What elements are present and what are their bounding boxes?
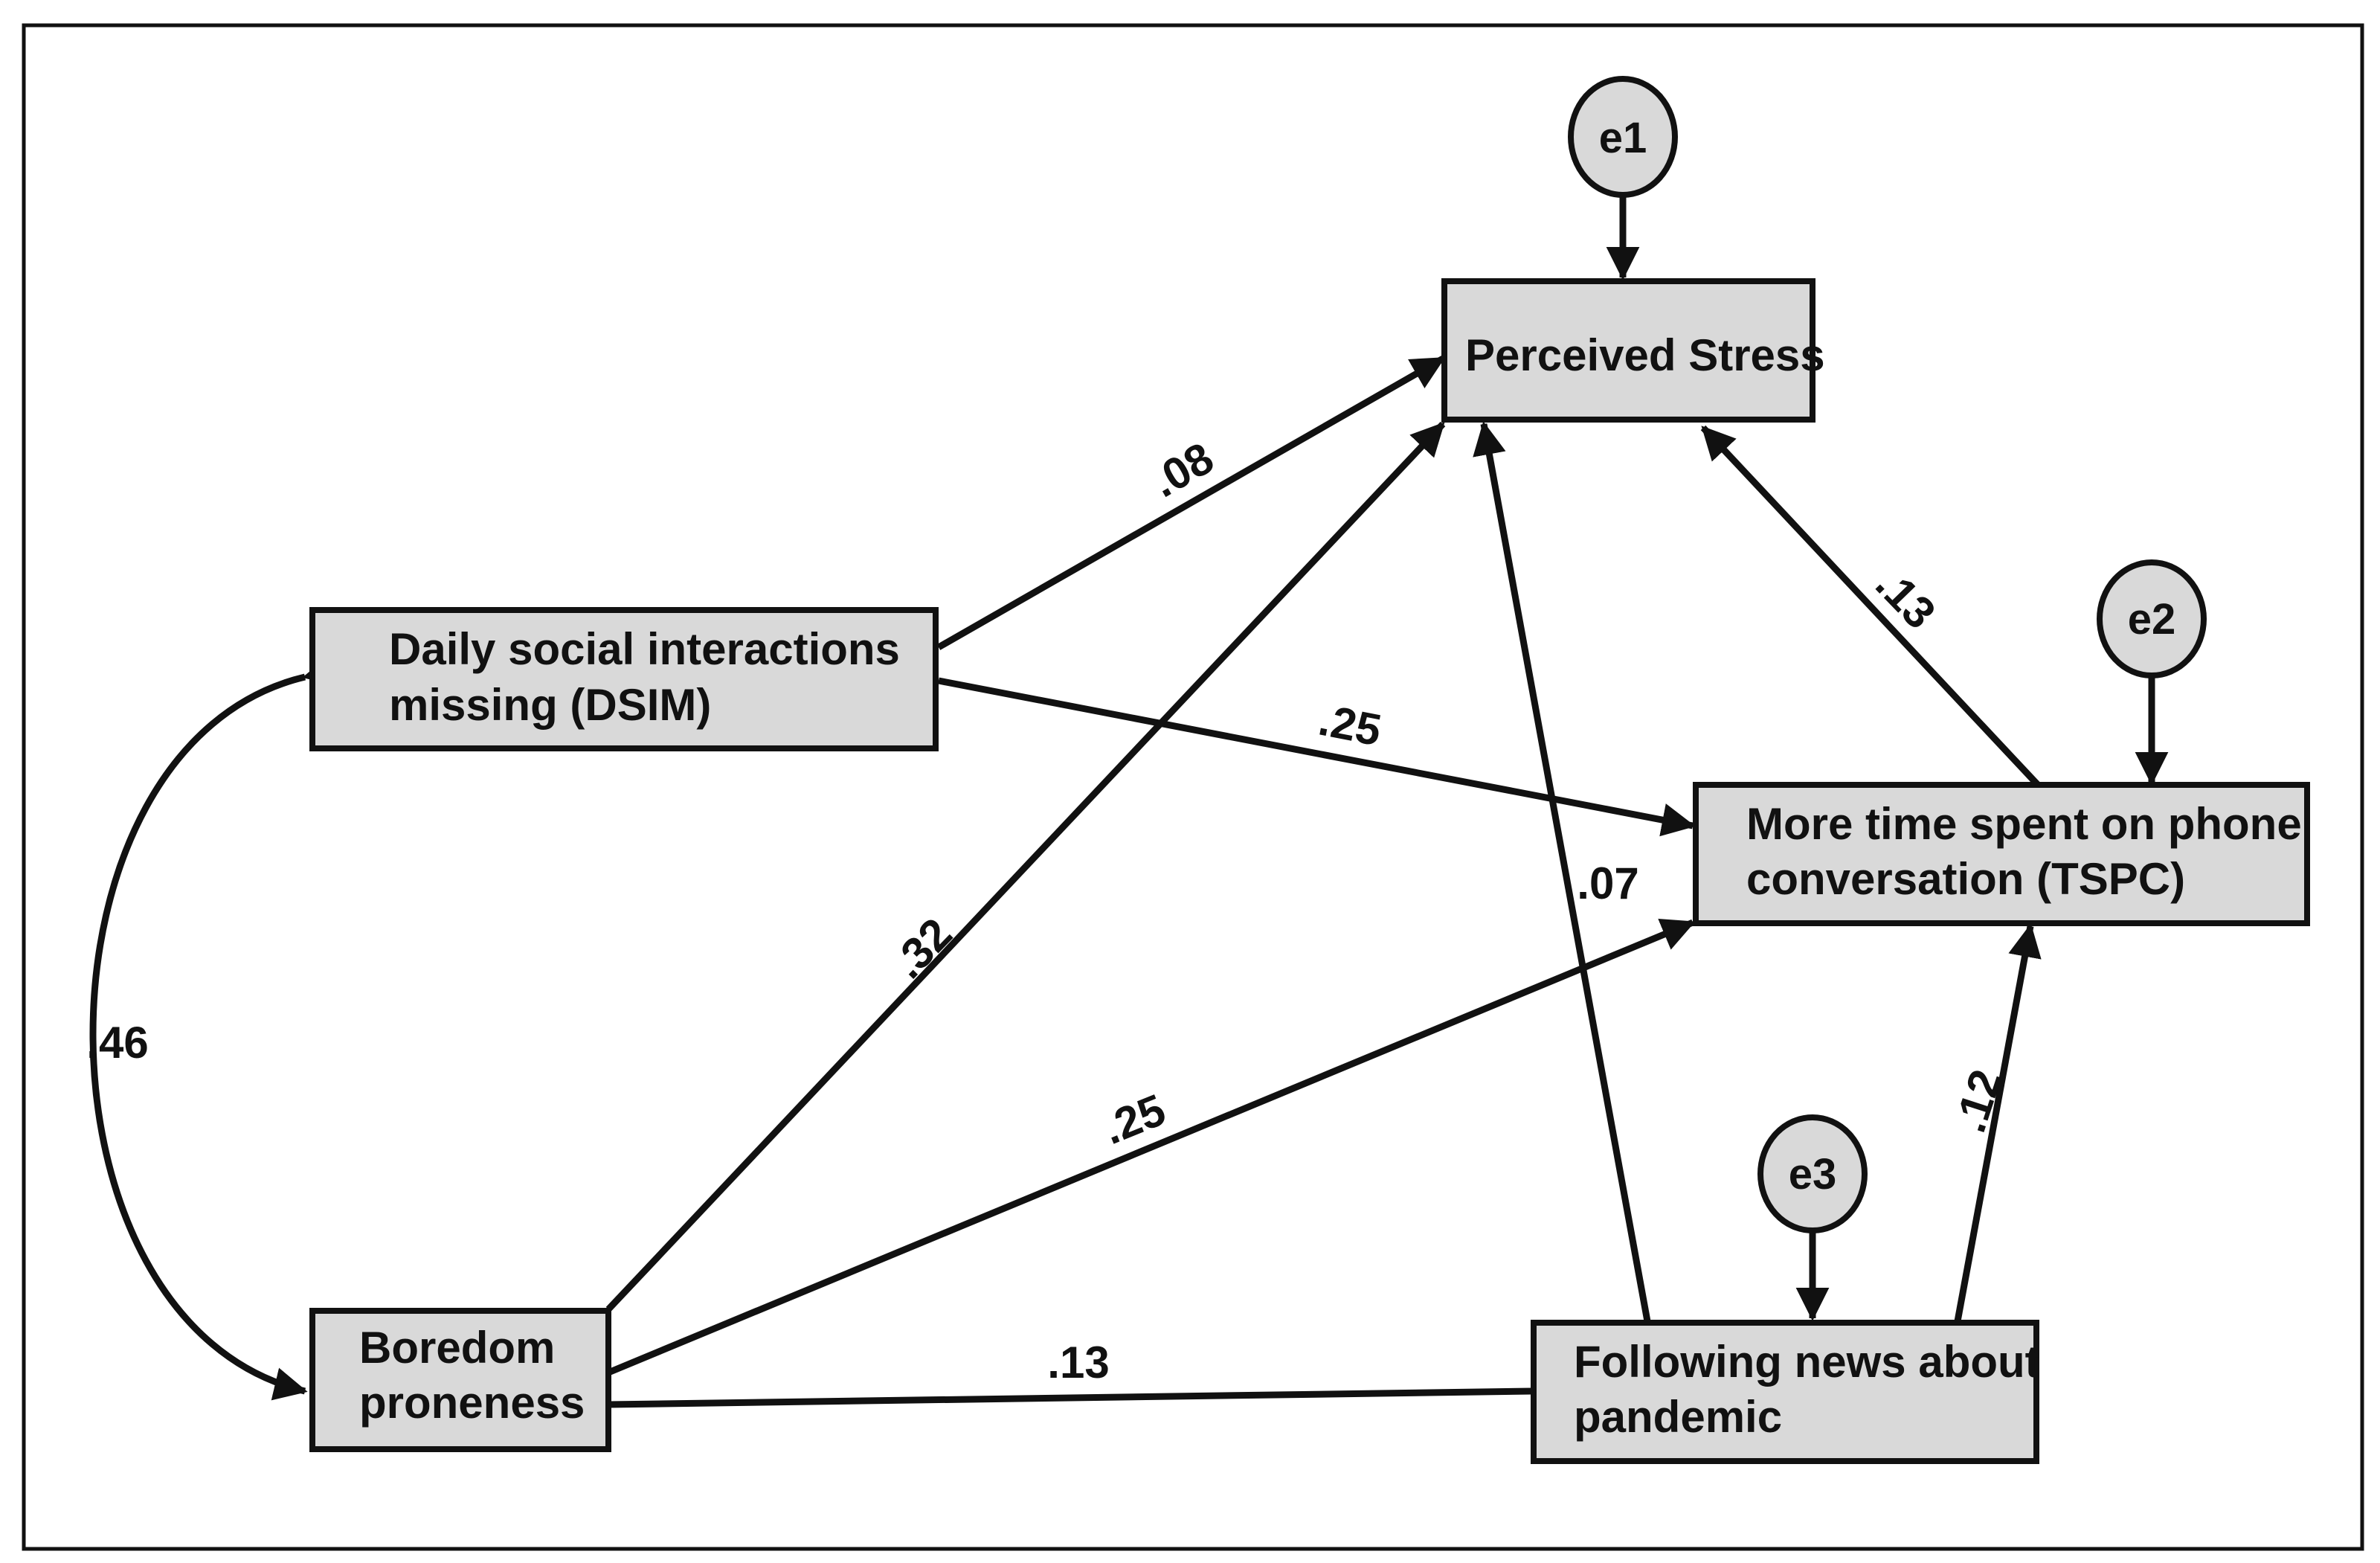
node-label-boredom-line2: proneness [359,1378,585,1428]
path-dsim-to-tspc [938,677,1696,837]
path-dsim-to-stress [936,356,1446,650]
coef-dsim-to-tspc: .25 [1315,695,1386,756]
node-perceived-stress: Perceived Stress [1441,278,1825,423]
error-label-e3: e3 [1789,1150,1837,1198]
path-boredom-to-news [608,1387,1533,1408]
error-term-e2: e2 [2097,559,2207,678]
node-label-news-line2: pandemic [1574,1392,1782,1442]
node-label-dsim-line2: missing (DSIM) [389,680,711,730]
coef-news-to-stress: .07 [1577,858,1638,908]
node-label-tspc-line2: conversation (TSPC) [1746,854,2185,904]
node-label-boredom-line1: Boredom [359,1323,555,1373]
covariance-dsim-boredom [89,653,339,1401]
node-label-tspc-line1: More time spent on phone [1746,799,2302,849]
error-term-e3: e3 [1757,1114,1868,1233]
node-boredom: Boredom proneness [309,1308,611,1452]
node-tspc: More time spent on phone conversation (T… [1693,782,2310,926]
error-label-e1: e1 [1599,114,1647,162]
path-news-to-stress [1473,421,1651,1322]
node-label-dsim-line1: Daily social interactions [389,624,900,674]
node-dsim: Daily social interactions missing (DSIM) [309,607,939,751]
path-tspc-to-stress [1700,425,2041,788]
path-boredom-to-stress [605,421,1446,1312]
path-boredom-to-tspc [607,919,1696,1376]
error-term-e1: e1 [1568,76,1678,198]
node-news: Following news about pandemic [1531,1320,2040,1464]
error-label-e2: e2 [2128,595,2176,644]
coef-boredom-to-news: .13 [1047,1338,1109,1387]
coef-dsim-boredom-covariance: .46 [86,1018,148,1068]
path-news-to-tspc [1954,923,2042,1322]
node-label-news-line1: Following news about [1574,1337,2040,1387]
node-label-perceived-stress: Perceived Stress [1465,330,1825,380]
